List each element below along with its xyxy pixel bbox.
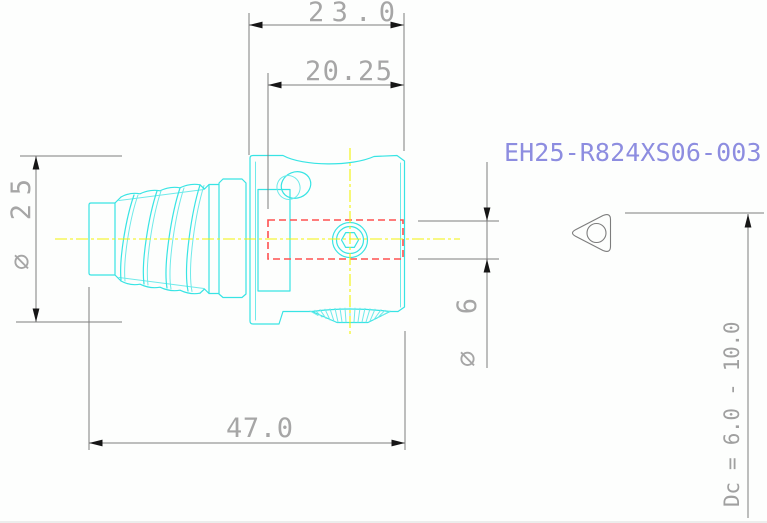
dimension-cutting-range: Dc = 6.0 - 10.0 xyxy=(625,212,764,518)
dimension-pocket-offset: 20.25 xyxy=(267,56,404,209)
dim-47-label: 47.0 xyxy=(226,413,294,444)
insert-center-hole xyxy=(586,222,607,244)
dimension-bore-diameter: ⌀ 6 xyxy=(418,162,499,368)
centerlines xyxy=(55,148,460,334)
screw-hole-ellipse xyxy=(276,171,312,200)
dim-dc-label: Dc = 6.0 - 10.0 xyxy=(720,321,744,507)
dim-23-label: 23.0 xyxy=(308,0,396,28)
tool-side-view xyxy=(55,148,460,334)
pilot-shank xyxy=(88,196,122,282)
dim-2025-label: 20.25 xyxy=(305,56,393,87)
dim-dia6-label: ⌀ 6 xyxy=(452,297,483,367)
knurl-grip xyxy=(309,307,391,323)
insert-triangle-view xyxy=(571,214,612,252)
cutter-body xyxy=(249,154,406,325)
insert-triangle-outline xyxy=(571,214,612,252)
dim-dia25-label: ⌀ 25 xyxy=(6,178,37,270)
pocket-seat-lines xyxy=(257,188,291,292)
thread-collar xyxy=(218,178,247,299)
part-number-label: EH25-R824XS06-003 xyxy=(504,138,762,167)
dimension-overall-length: 47.0 xyxy=(88,287,406,450)
